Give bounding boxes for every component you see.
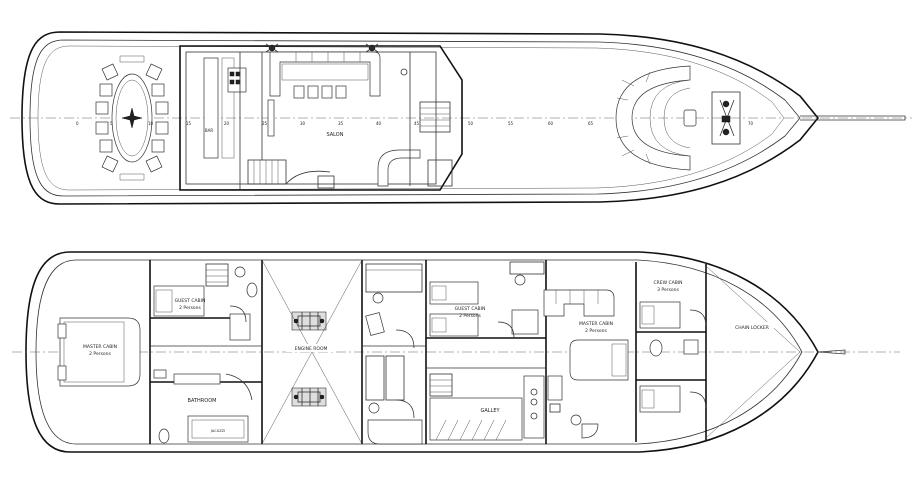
galley-label: GALLEY <box>480 408 500 414</box>
jacuzzi-label: JACUZZI <box>210 429 225 433</box>
crew-cabin-capacity: 3 Persons <box>657 287 679 293</box>
svg-text:60: 60 <box>548 121 554 126</box>
svg-text:70: 70 <box>748 121 754 126</box>
engine-room-label: ENGINE ROOM <box>295 346 328 352</box>
chain-locker: CHAIN LOCKER <box>705 265 801 439</box>
svg-text:40: 40 <box>376 121 382 126</box>
forward-master-cabin: MASTER CABIN 2 Persons <box>543 289 629 381</box>
lower-deck-hull <box>25 251 819 453</box>
plant-icon <box>265 43 379 53</box>
galley: GALLEY <box>429 373 599 441</box>
starboard-engine-icon <box>291 387 327 407</box>
lower-deck-plan: MASTER CABIN 2 Persons GUEST CABIN 2 Per… <box>12 251 900 453</box>
svg-text:5: 5 <box>110 121 113 126</box>
salon-curved-bench <box>377 149 421 187</box>
forward-master-cabin-capacity: 2 Persons <box>585 328 607 334</box>
compass-rose-icon <box>121 107 143 129</box>
bathroom: BATHROOM JACUZZI <box>150 369 262 444</box>
aft-deck-chairs <box>95 63 169 173</box>
guest-cabin-aft-name: GUEST CABIN <box>175 298 206 304</box>
aft-stairs <box>247 159 331 185</box>
guest-cabin-aft-capacity: 2 Persons <box>179 305 201 311</box>
guest-cabin-mid-capacity: 2 Persons <box>459 313 481 319</box>
guest-cabin-aft: GUEST CABIN 2 Persons <box>150 263 258 341</box>
forward-master-cabin-name: MASTER CABIN <box>579 321 613 327</box>
svg-text:25: 25 <box>262 121 268 126</box>
svg-text:50: 50 <box>468 121 474 126</box>
guest-cabin-mid-name: GUEST CABIN <box>455 306 486 312</box>
upper-frame-numbers: 0 5 10 15 20 25 30 35 40 45 50 55 60 65 … <box>76 121 754 126</box>
svg-text:20: 20 <box>224 121 230 126</box>
mid-cabin-area <box>365 263 423 445</box>
crew-area: CREW CABIN 3 Persons <box>636 280 707 413</box>
svg-text:45: 45 <box>414 121 420 126</box>
anchor-windlass-icon <box>711 91 741 145</box>
aft-master-cabin-capacity: 2 Persons <box>89 351 111 357</box>
jacuzzi-tub <box>187 415 249 443</box>
crew-cabin-name: CREW CABIN <box>654 280 683 286</box>
bathroom-label: BATHROOM <box>188 398 217 404</box>
bar-counter <box>203 57 219 159</box>
svg-text:15: 15 <box>186 121 192 126</box>
upper-deck-hull <box>21 31 820 205</box>
aft-master-cabin: MASTER CABIN 2 Persons <box>57 317 141 387</box>
engine-room: ENGINE ROOM <box>261 259 363 445</box>
forward-sun-lounge <box>615 65 691 171</box>
port-engine-icon <box>291 311 327 331</box>
forward-stairs <box>419 101 453 187</box>
svg-text:0: 0 <box>76 121 79 126</box>
svg-text:55: 55 <box>508 121 514 126</box>
guest-cabin-mid: GUEST CABIN 2 Persons <box>426 261 546 339</box>
chain-locker-label: CHAIN LOCKER <box>735 325 769 331</box>
salon-u-sofa <box>269 51 381 97</box>
deckhouse-outline <box>179 45 463 191</box>
svg-text:10: 10 <box>148 121 154 126</box>
salon-label: SALON <box>327 132 344 138</box>
hatch <box>683 109 697 127</box>
svg-text:30: 30 <box>300 121 306 126</box>
svg-text:35: 35 <box>338 121 344 126</box>
bar-label: BAR <box>205 128 213 133</box>
aft-master-cabin-name: MASTER CABIN <box>83 344 117 350</box>
salon-stools <box>293 85 347 99</box>
upper-deck-plan: BAR <box>10 31 912 205</box>
svg-text:65: 65 <box>588 121 594 126</box>
